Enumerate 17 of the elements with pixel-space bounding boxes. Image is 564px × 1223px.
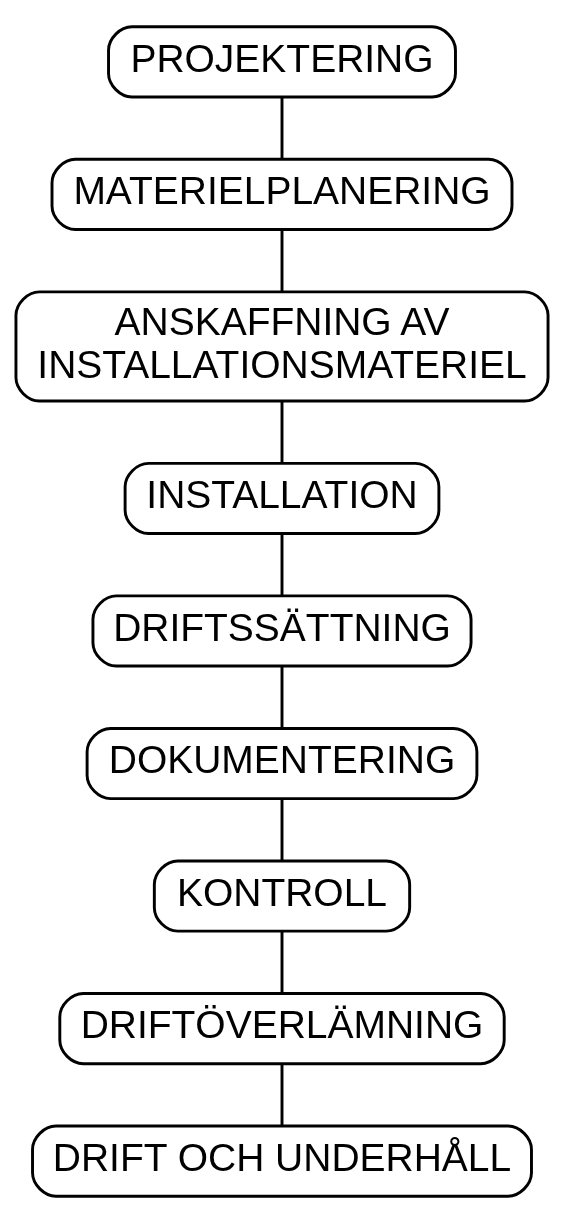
connector	[280, 97, 284, 159]
connector	[280, 931, 284, 993]
node-box: DRIFTSSÄTTNING	[91, 594, 473, 668]
node-box: KONTROLL	[152, 859, 412, 933]
connector	[280, 1064, 284, 1126]
node-box: DRIFTÖVERLÄMNING	[58, 992, 506, 1066]
node-box: ANSKAFFNING AV INSTALLATIONSMATERIEL	[14, 290, 550, 403]
connector	[280, 230, 284, 292]
node-box: MATERIELPLANERING	[50, 157, 514, 231]
node-box: PROJEKTERING	[107, 25, 457, 99]
connector	[280, 666, 284, 728]
node-box: DOKUMENTERING	[85, 727, 479, 801]
connector	[280, 401, 284, 463]
connector	[280, 534, 284, 596]
connector	[280, 799, 284, 861]
node-box: INSTALLATION	[123, 461, 441, 535]
node-box: DRIFT OCH UNDERHÅLL	[31, 1124, 533, 1198]
